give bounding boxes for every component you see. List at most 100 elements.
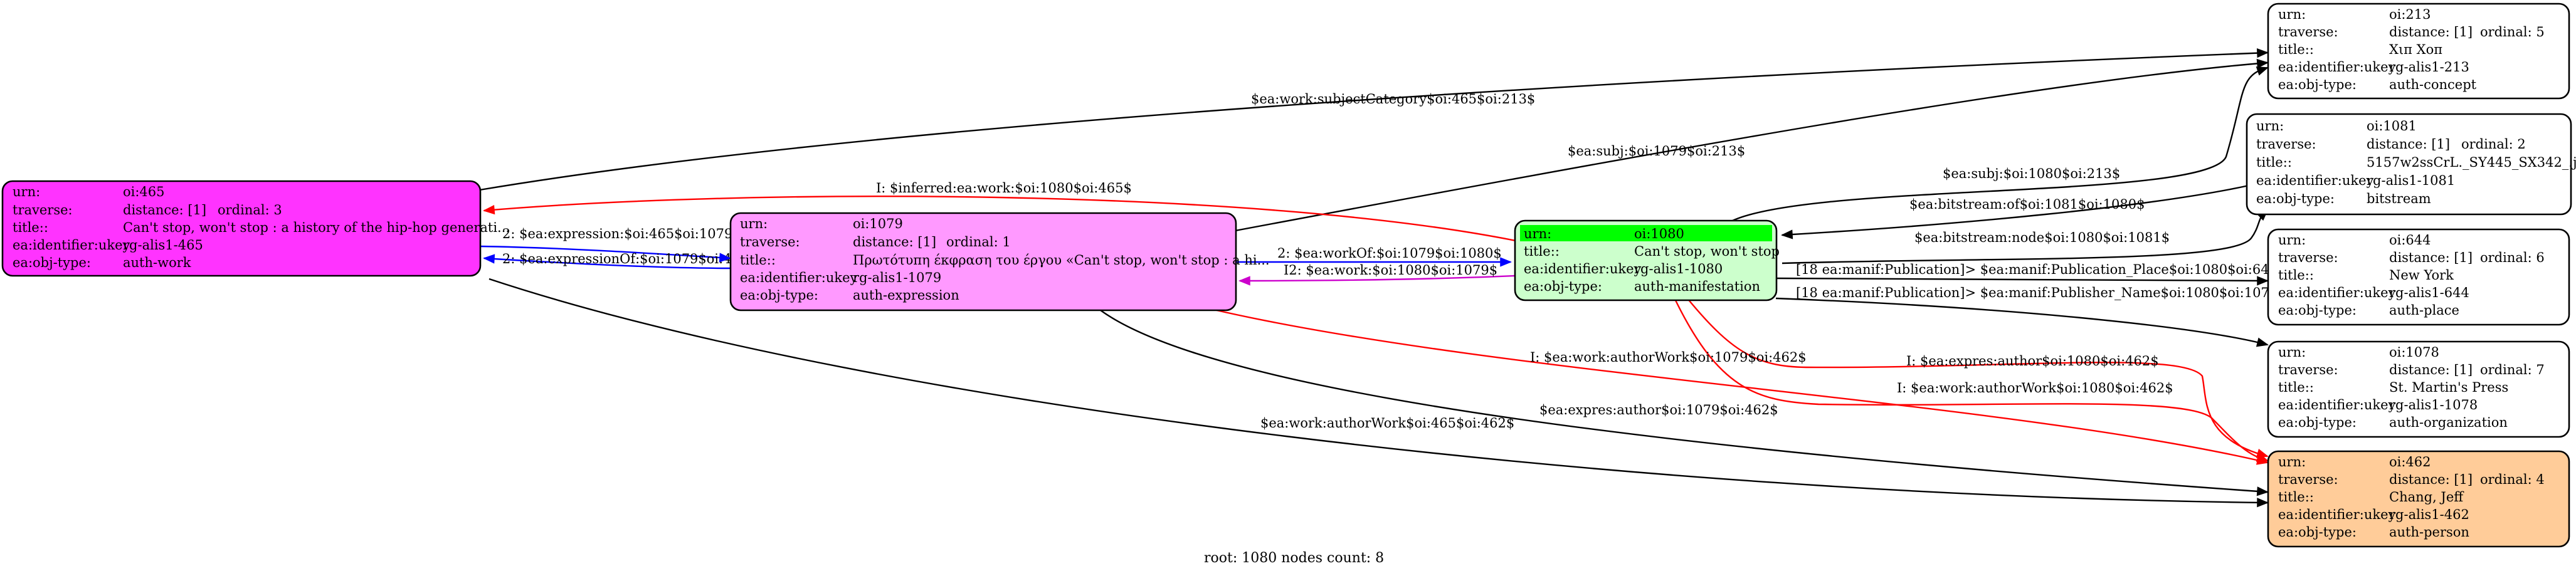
edge-label-e2: $ea:subj:$oi:1079$oi:213$ [1568,144,1745,159]
arrowhead-e17 [2257,498,2269,508]
row-key: title:: [740,253,776,268]
row-key: ea:obj-type: [1524,279,1602,294]
row-value: oi:465 [123,184,165,199]
row-value: distance: [1] [2389,362,2473,377]
row-value: oi:1079 [853,216,903,231]
row-key: title:: [13,220,48,235]
edge-label-e7: 2: $ea:expression:$oi:465$oi:1079$ [502,226,741,241]
node-oi-213[interactable]: urn: oi:213 traverse: distance: [1] ordi… [2267,3,2570,100]
row-value: oi:1080 [1634,226,1684,241]
edge-e1 [479,51,2268,191]
row-key: ea:obj-type: [2278,525,2357,540]
edge-label-e9: 2: $ea:workOf:$oi:1079$oi:1080$ [1277,246,1502,261]
edge-label-e6: I: $inferred:ea:work:$oi:1080$oi:465$ [876,181,1132,196]
row-value: oi:213 [2389,7,2431,22]
row-key: traverse: [740,234,800,249]
edge-e8 [483,257,731,270]
row-value: auth-expression [853,288,959,303]
row-extra: ordinal: 5 [2480,24,2545,39]
edge-label-e4: $ea:bitstream:of$oi:1081$oi:1080$ [1909,197,2145,212]
row-value: oi:462 [2389,454,2431,469]
edge-e13 [1686,297,2268,458]
row-value: auth-organization [2389,415,2508,430]
row-key: urn: [13,184,40,199]
edge-e15 [1216,309,2268,464]
row-key: title:: [2278,380,2314,395]
edge-label-e5: $ea:bitstream:node$oi:1080$oi:1081$ [1914,230,2170,245]
row-key: ea:obj-type: [2278,415,2357,430]
row-value: auth-person [2389,525,2469,540]
row-key: urn: [2278,345,2306,360]
row-key: ea:obj-type: [2278,303,2357,318]
row-value: distance: [1] [853,234,936,249]
row-key: urn: [2256,118,2284,134]
node-box [729,212,1237,312]
row-key: ea:obj-type: [13,255,91,270]
node-oi-465[interactable]: urn: oi:465 traverse: distance: [1] ordi… [1,180,510,277]
node-oi-1081[interactable]: urn: oi:1081 traverse: distance: [1] ord… [2246,113,2576,216]
edge-label-e14: I: $ea:work:authorWork$oi:1080$oi:462$ [1897,380,2173,396]
arrowhead-e4 [1781,229,1793,239]
row-key: urn: [2278,233,2306,248]
row-value: Can't stop, won't stop [1634,244,1780,259]
edge-e3 [1727,66,2268,224]
edge-label-e12: [18 ea:manif:Publication]> $ea:manif:Pub… [1796,285,2303,300]
row-key: urn: [740,216,768,231]
row-value: distance: [1] [2367,137,2450,152]
node-box [2267,228,2570,326]
edge-e12 [1775,297,2268,346]
row-key: ea:obj-type: [740,288,818,303]
row-key: traverse: [2256,137,2316,152]
edge-label-e17: $ea:work:authorWork$oi:465$oi:462$ [1260,416,1514,431]
row-value: rg-alis1-213 [2389,60,2469,75]
edge-e7 [479,245,731,259]
edge-label-e3: $ea:subj:$oi:1080$oi:213$ [1943,166,2120,181]
row-extra: ordinal: 4 [2480,472,2545,487]
row-key: ea:identifier:ukey [2278,507,2396,522]
row-value: auth-work [123,255,191,270]
edge-label-e13: I: $ea:expres:author$oi:1080$oi:462$ [1906,354,2159,369]
row-value: rg-alis1-1079 [853,270,941,285]
row-value: auth-manifestation [1634,279,1760,294]
edge-label-e15: I: $ea:work:authorWork$oi:1079$oi:462$ [1530,350,1807,365]
row-key: traverse: [2278,362,2338,377]
row-value: oi:1081 [2367,118,2417,134]
arrowhead-e8 [483,254,495,264]
node-box [1,180,482,277]
row-value: oi:644 [2389,233,2431,248]
row-key: title:: [2278,42,2314,57]
row-value: auth-concept [2389,77,2477,92]
edge-e16 [1100,310,2268,493]
row-key: ea:identifier:ukey [740,270,858,285]
row-key: traverse: [2278,472,2338,487]
row-key: title:: [2278,490,2314,505]
row-key: ea:identifier:ukey [2256,173,2374,188]
row-key: urn: [2278,7,2306,22]
row-value: Χιπ Χοπ [2389,42,2442,57]
row-key: traverse: [13,202,73,217]
edge-e17 [488,278,2268,504]
row-extra: ordinal: 2 [2461,137,2526,152]
node-oi-1080[interactable]: urn: oi:1080 title:: Can't stop, won't s… [1514,219,1780,301]
node-oi-644[interactable]: urn: oi:644 traverse: distance: [1] ordi… [2267,228,2570,326]
row-key: title:: [2256,155,2292,170]
row-key: ea:obj-type: [2256,191,2335,206]
row-extra: ordinal: 1 [946,234,1011,249]
graph-footer: root: 1080 nodes count: 8 [1204,550,1384,566]
row-key: ea:identifier:ukey [1524,261,1642,276]
arrowhead-e10 [1238,276,1250,286]
row-value: rg-alis1-1078 [2389,397,2478,412]
row-value: 5157w2ssCrL._SY445_SX342_.jpg [2367,155,2576,170]
row-key: urn: [1524,226,1551,241]
node-oi-462[interactable]: urn: oi:462 traverse: distance: [1] ordi… [2267,450,2570,548]
node-box [2267,340,2570,438]
arrowhead-e12 [2256,337,2269,347]
row-value: distance: [1] [2389,250,2473,265]
node-box [2246,113,2572,216]
arrowhead-e7 [719,253,731,263]
node-oi-1079[interactable]: urn: oi:1079 traverse: distance: [1] ord… [729,212,1270,312]
arrowhead-e3 [2256,66,2269,76]
row-value: rg-alis1-644 [2389,285,2469,300]
row-extra: ordinal: 3 [218,202,282,217]
node-oi-1078[interactable]: urn: oi:1078 traverse: distance: [1] ord… [2267,340,2570,438]
